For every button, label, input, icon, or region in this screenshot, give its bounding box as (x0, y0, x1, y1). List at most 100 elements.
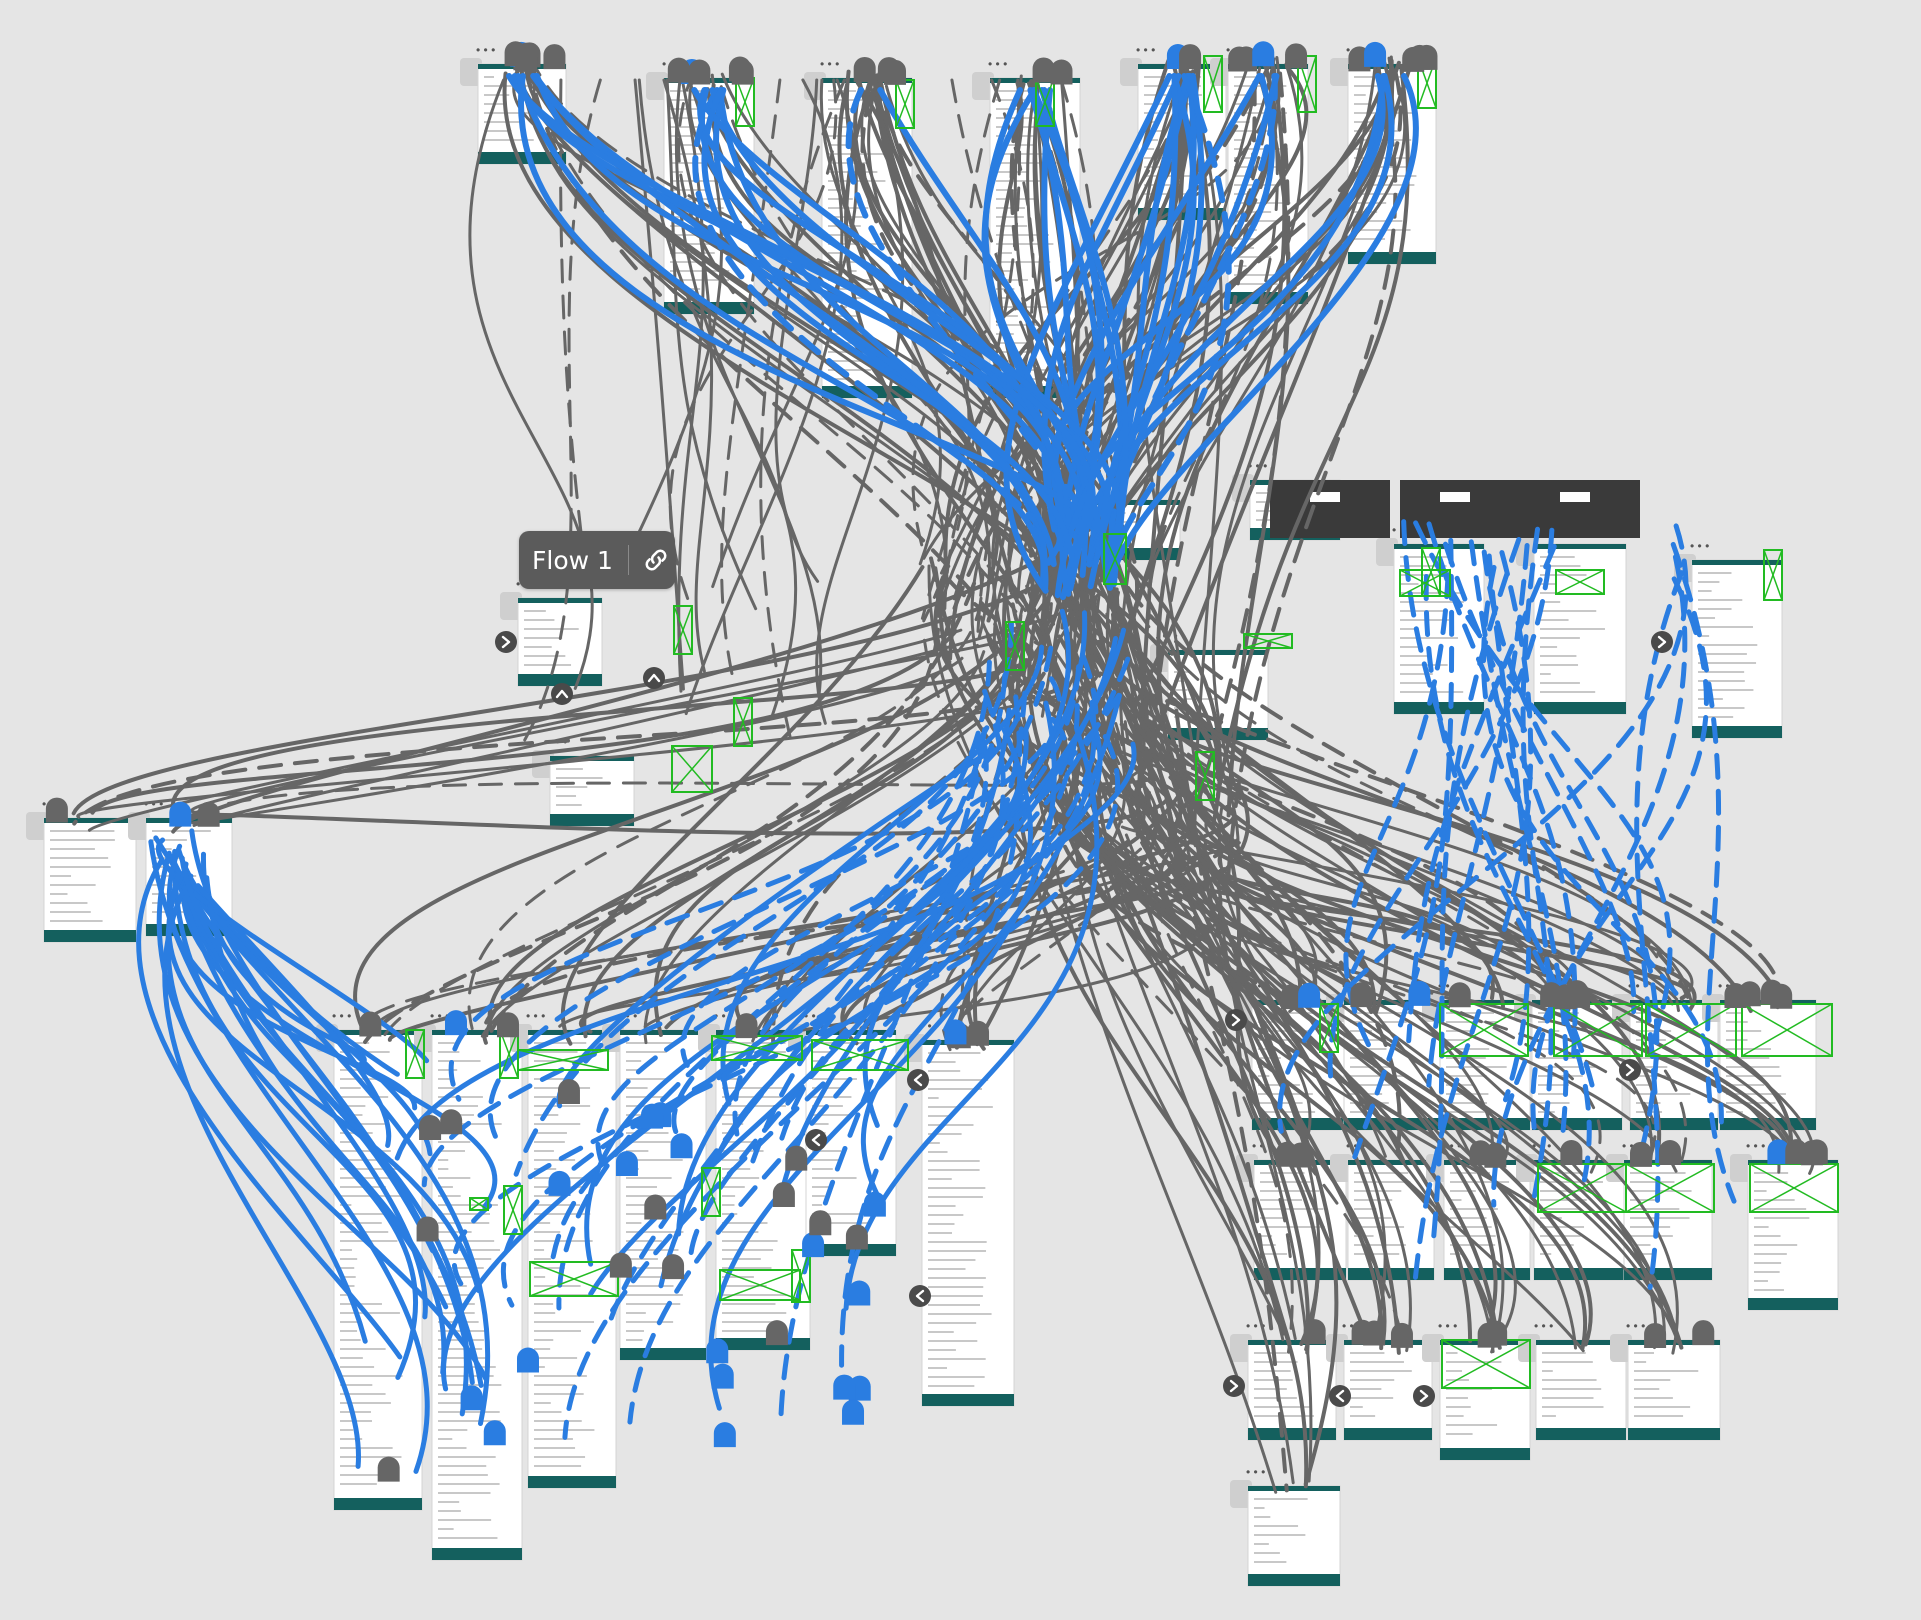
connector-hotspot[interactable] (615, 1151, 638, 1177)
gray-connector[interactable] (872, 76, 1204, 876)
image-placeholder[interactable] (405, 1029, 425, 1079)
connector-hotspot[interactable] (1179, 44, 1202, 70)
image-placeholder[interactable] (1763, 549, 1783, 601)
connector-hotspot[interactable] (416, 1216, 439, 1242)
connector-hotspot[interactable] (1350, 982, 1373, 1008)
gray-connector[interactable] (1002, 580, 1278, 1494)
image-placeholder[interactable] (673, 605, 693, 655)
image-placeholder[interactable] (701, 1167, 721, 1217)
gray-connector[interactable] (668, 78, 838, 612)
connector-hotspot[interactable] (1252, 41, 1275, 67)
connector-hotspot[interactable] (1485, 1320, 1508, 1346)
gray-connector[interactable] (363, 556, 941, 1044)
gray-connector[interactable] (839, 782, 1250, 1044)
connector-hotspot[interactable] (662, 1254, 685, 1280)
connector-hotspot[interactable] (1364, 41, 1387, 67)
connector-hotspot[interactable] (1303, 1319, 1326, 1345)
gray-connector[interactable] (1007, 65, 1407, 576)
connector-hotspot[interactable] (1644, 1322, 1667, 1348)
image-placeholder[interactable] (503, 1185, 523, 1235)
gray-connector[interactable] (1061, 533, 1658, 1350)
connector-hotspot[interactable] (1363, 1320, 1386, 1346)
blue-connector[interactable] (451, 733, 1120, 1287)
blue-connector[interactable] (1099, 73, 1179, 591)
gray-connector[interactable] (379, 602, 1053, 1043)
connector-hotspot[interactable] (842, 1399, 865, 1425)
blue-connector[interactable] (779, 699, 1097, 1141)
gray-connector[interactable] (468, 78, 594, 690)
blue-connector[interactable] (595, 672, 1008, 1165)
blue-connector[interactable] (843, 727, 1100, 1311)
chevron-left-icon[interactable] (1329, 1385, 1351, 1407)
image-placeholder[interactable] (517, 1049, 609, 1071)
blue-connector[interactable] (1041, 87, 1129, 574)
connector-hotspot[interactable] (1767, 1139, 1790, 1165)
connector-hotspot[interactable] (444, 1010, 467, 1036)
blue-connector[interactable] (1423, 573, 1592, 1194)
connector-hotspot[interactable] (504, 41, 527, 67)
blue-connector[interactable] (1468, 539, 1569, 1141)
blue-connector[interactable] (1277, 523, 1689, 1134)
image-placeholder[interactable] (719, 1269, 801, 1301)
blue-connector[interactable] (1530, 576, 1709, 1141)
gray-connector[interactable] (1147, 78, 1279, 628)
chevron-left-icon[interactable] (909, 1285, 931, 1307)
gray-connector[interactable] (623, 78, 724, 564)
blue-connector[interactable] (162, 873, 361, 1469)
blue-connector[interactable] (515, 73, 1049, 592)
connector-hotspot[interactable] (1760, 979, 1783, 1005)
connector-hotspot[interactable] (1785, 1139, 1808, 1165)
gray-connector[interactable] (1126, 771, 1657, 1160)
blue-connector[interactable] (720, 644, 1045, 1106)
connector-hotspot[interactable] (1554, 984, 1577, 1010)
dialog-screen[interactable] (1270, 480, 1390, 538)
gray-connector[interactable] (467, 561, 983, 1044)
connector-hotspot[interactable] (197, 801, 220, 827)
blue-connector[interactable] (556, 746, 996, 1109)
blue-connector[interactable] (530, 73, 1057, 568)
gray-connector[interactable] (1027, 623, 1406, 1163)
connector-hotspot[interactable] (785, 1145, 808, 1171)
connector-hotspot[interactable] (1289, 1142, 1312, 1168)
gray-connector[interactable] (720, 78, 782, 682)
gray-connector[interactable] (940, 63, 1395, 645)
connector-hotspot[interactable] (713, 1422, 736, 1448)
blue-connector[interactable] (1352, 537, 1455, 1160)
connector-hotspot[interactable] (706, 1338, 729, 1364)
blue-connector[interactable] (1401, 519, 1597, 1096)
image-placeholder[interactable] (1439, 1003, 1529, 1057)
blue-connector[interactable] (1670, 541, 1737, 1204)
connector-hotspot[interactable] (644, 1194, 667, 1220)
gray-connector[interactable] (1168, 853, 1384, 1351)
blue-connector[interactable] (1634, 570, 1685, 1291)
connector-hotspot[interactable] (377, 1456, 400, 1482)
gray-connector[interactable] (1166, 810, 1289, 1493)
connector-hotspot[interactable] (1738, 981, 1761, 1007)
blue-connector[interactable] (1412, 550, 1534, 1290)
chevron-up-icon[interactable] (551, 683, 573, 705)
gray-connector[interactable] (561, 565, 925, 1046)
connector-hotspot[interactable] (670, 1133, 693, 1159)
blue-connector[interactable] (195, 883, 392, 1148)
blue-connector[interactable] (506, 73, 1096, 532)
gray-connector[interactable] (979, 615, 1679, 1001)
blue-connector[interactable] (781, 636, 1119, 1188)
image-placeholder[interactable] (1203, 55, 1223, 113)
image-placeholder[interactable] (733, 697, 753, 747)
blue-connector[interactable] (1486, 553, 1532, 1103)
connector-hotspot[interactable] (1692, 1320, 1715, 1346)
blue-connector[interactable] (1426, 542, 1530, 1088)
image-placeholder[interactable] (1319, 1003, 1339, 1053)
connector-hotspot[interactable] (1448, 982, 1471, 1008)
connector-hotspot[interactable] (557, 1079, 580, 1105)
gray-connector[interactable] (1041, 605, 1317, 1008)
chevron-right-icon[interactable] (1619, 1059, 1641, 1081)
gray-connector[interactable] (759, 78, 846, 742)
gray-connector[interactable] (711, 78, 858, 589)
gray-connector[interactable] (771, 567, 1069, 1046)
connector-hotspot[interactable] (1280, 984, 1303, 1010)
connector-hotspot[interactable] (1560, 1140, 1583, 1166)
image-placeholder[interactable] (1195, 751, 1215, 801)
connector-hotspot[interactable] (735, 1013, 758, 1039)
chevron-left-icon[interactable] (907, 1069, 929, 1091)
